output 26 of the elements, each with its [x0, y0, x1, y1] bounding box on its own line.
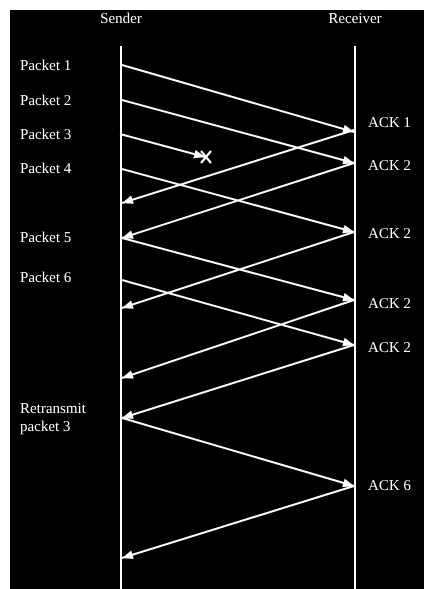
packet-label: Packet 5 — [20, 229, 72, 247]
ack-label: ACK 2 — [368, 339, 411, 357]
ack-label: ACK 2 — [368, 157, 411, 175]
packet-label: Packet 6 — [20, 269, 72, 287]
ack-label: ACK 2 — [368, 295, 411, 313]
message-arrow — [122, 417, 354, 488]
ack-label: ACK 6 — [368, 477, 411, 495]
ack-label: ACK 1 — [368, 114, 411, 132]
ack-label: ACK 2 — [368, 225, 411, 243]
message-arrow — [122, 279, 354, 346]
lost-packet-arrow — [120, 133, 206, 158]
message-arrow — [122, 99, 354, 164]
packet-label: Packet 3 — [20, 126, 72, 144]
packet-label: Packet 2 — [20, 92, 72, 110]
message-arrow — [122, 299, 354, 379]
lifeline-heading: Sender — [99, 10, 143, 28]
message-arrow — [122, 237, 354, 302]
message-arrow — [122, 485, 354, 559]
packet-label: Retransmit packet 3 — [20, 400, 87, 436]
message-arrow — [122, 231, 354, 309]
lifeline-heading: Receiver — [327, 10, 383, 28]
packet-label: Packet 4 — [20, 160, 72, 178]
message-arrow — [122, 64, 354, 134]
packet-label: Packet 1 — [20, 57, 72, 75]
message-arrow — [122, 129, 354, 204]
message-arrow — [122, 344, 354, 419]
